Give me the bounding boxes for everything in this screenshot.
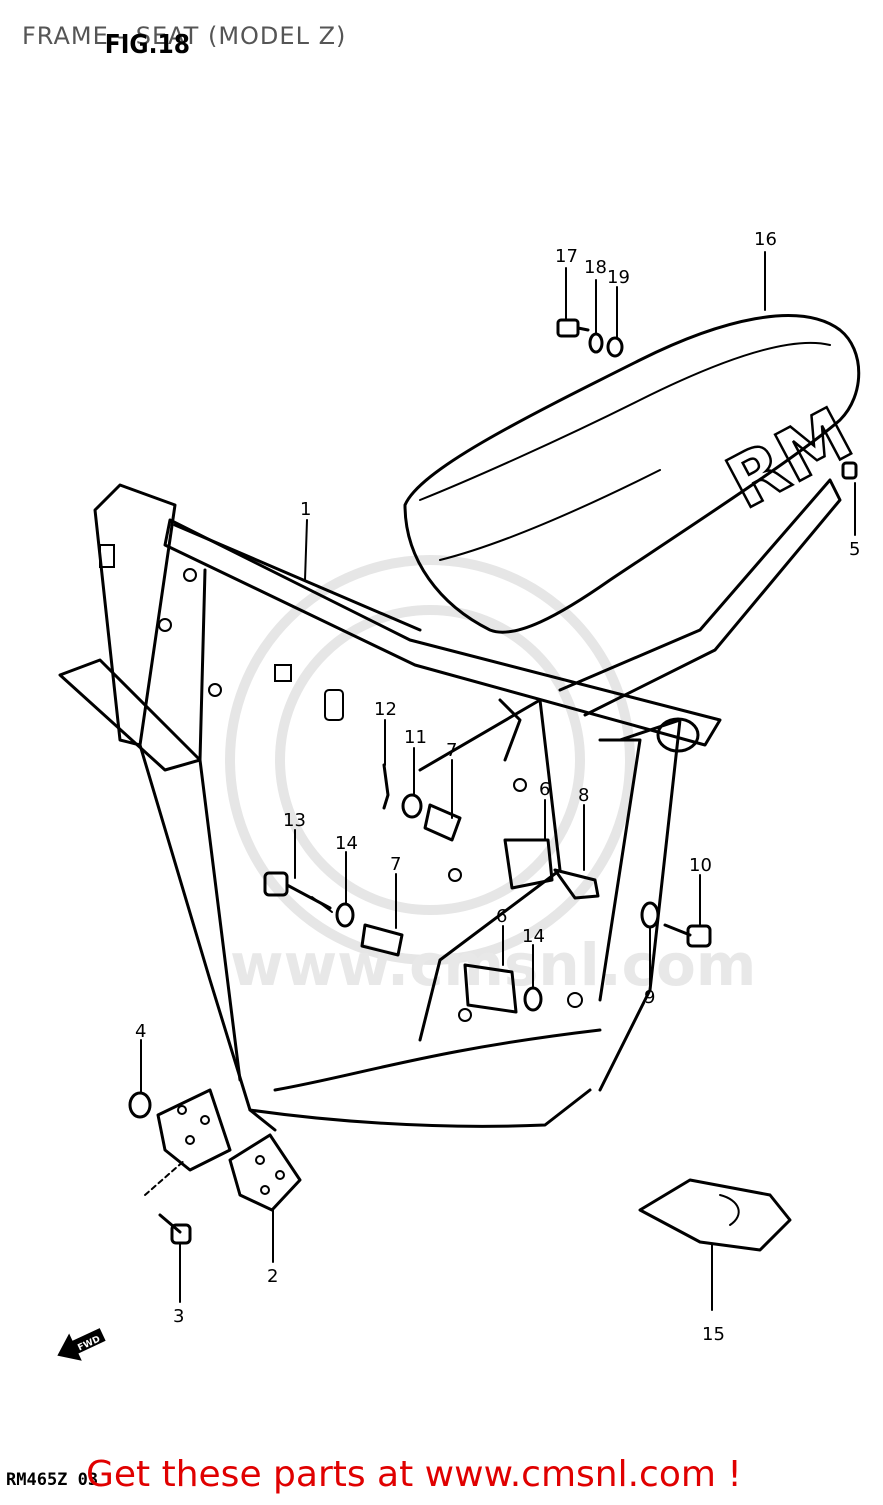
callout-17: 17	[555, 246, 578, 267]
callout-8: 8	[578, 785, 589, 806]
callout-3: 3	[173, 1306, 184, 1327]
frame	[58, 478, 842, 1132]
callout-6a: 6	[539, 779, 550, 800]
leader-lines	[140, 251, 856, 1311]
callout-14a: 14	[335, 833, 358, 854]
callout-10: 10	[689, 855, 712, 876]
callouts: 1 2 3 4 5 6 6 7 7 8 9 10 11 12 13 14 14 …	[135, 229, 860, 1345]
engine-plates	[128, 1088, 302, 1245]
watermark: www.cmsnl.com	[225, 555, 756, 999]
callout-13: 13	[283, 810, 306, 831]
seat-bolts	[556, 318, 624, 358]
callout-7b: 7	[390, 854, 401, 875]
callout-2: 2	[267, 1266, 278, 1287]
callout-15: 15	[702, 1324, 725, 1345]
seat: RM	[403, 314, 866, 634]
watermark-text: www.cmsnl.com	[230, 931, 756, 999]
callout-5: 5	[849, 539, 860, 560]
callout-9: 9	[644, 987, 655, 1008]
callout-16: 16	[754, 229, 777, 250]
figure-label: FIG.18	[104, 30, 191, 60]
callout-18: 18	[584, 257, 607, 278]
fwd-arrow: FWD	[57, 1328, 106, 1361]
callout-4: 4	[135, 1021, 146, 1042]
seat-logo: RM	[713, 391, 865, 525]
promo-banner[interactable]: Get these parts at www.cmsnl.com !	[86, 1454, 742, 1495]
callout-14b: 14	[522, 926, 545, 947]
callout-19: 19	[607, 267, 630, 288]
engine-mount-hardware	[263, 461, 858, 1014]
callout-11: 11	[404, 727, 427, 748]
callout-7a: 7	[446, 740, 457, 761]
diagram-code: RM465Z 03	[6, 1470, 99, 1490]
callout-12: 12	[374, 699, 397, 720]
callout-6b: 6	[496, 906, 507, 927]
seat-cover-plate	[638, 1178, 792, 1252]
page-title: FRAME - SEAT (MODEL Z)	[22, 22, 347, 50]
callout-1: 1	[300, 499, 311, 520]
